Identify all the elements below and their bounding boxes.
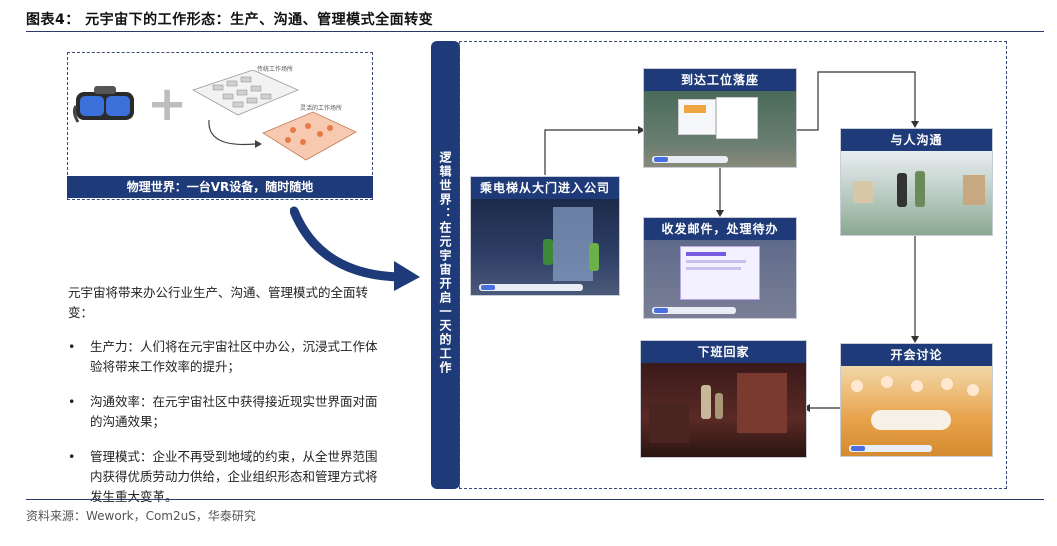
scene-meeting-image bbox=[841, 366, 992, 456]
scene-talk-image bbox=[841, 151, 992, 235]
source-note: 资料来源：Wework，Com2uS，华泰研究 bbox=[26, 509, 256, 523]
summary-bullets: 生产力：人们将在元宇宙社区中办公，沉浸式工作体验将带来工作效率的提升； 沟通效率… bbox=[68, 337, 388, 507]
scene-mail-title: 收发邮件，处理待办 bbox=[644, 218, 796, 240]
flexible-office-label: 灵活的工作场所 bbox=[300, 105, 343, 112]
logic-world-label: 逻辑世界：在元宇宙开启一天的工作 bbox=[438, 151, 452, 375]
summary-lead: 元宇宙将带来办公行业生产、沟通、管理模式的全面转变： bbox=[68, 285, 369, 320]
scene-home-title: 下班回家 bbox=[641, 341, 806, 363]
logic-world-bar: 逻辑世界：在元宇宙开启一天的工作 bbox=[431, 41, 460, 489]
title-divider bbox=[26, 31, 1044, 32]
traditional-office-label: 传统工作场所 bbox=[257, 66, 294, 73]
scene-home-image bbox=[641, 363, 806, 457]
scene-meeting-title: 开会讨论 bbox=[841, 344, 992, 366]
scene-desk-image bbox=[644, 91, 796, 167]
vr-headset-icon bbox=[72, 86, 134, 123]
bullet-productivity: 生产力：人们将在元宇宙社区中办公，沉浸式工作体验将带来工作效率的提升； bbox=[68, 337, 388, 377]
scene-elevator-image bbox=[471, 199, 619, 295]
scene-desk-title: 到达工位落座 bbox=[644, 69, 796, 91]
traditional-office-illustration bbox=[192, 70, 300, 116]
scene-mail-image bbox=[644, 240, 796, 318]
bullet-communication: 沟通效率：在元宇宙社区中获得接近现实世界面对面的沟通效果； bbox=[68, 392, 388, 432]
figure-title: 图表4： 元宇宙下的工作形态：生产、沟通、管理模式全面转变 bbox=[26, 12, 434, 28]
bullet-management: 管理模式：企业不再受到地域的约束，从全世界范围内获得优质劳动力供给，企业组织形态… bbox=[68, 447, 388, 507]
scene-desk: 到达工位落座 bbox=[643, 68, 797, 168]
scene-elevator-title: 乘电梯从大门进入公司 bbox=[471, 177, 619, 199]
scene-talk: 与人沟通 bbox=[840, 128, 993, 236]
curved-arrow-icon bbox=[208, 119, 262, 148]
flexible-office-illustration bbox=[262, 111, 357, 161]
scene-talk-title: 与人沟通 bbox=[841, 129, 992, 151]
scene-home: 下班回家 bbox=[640, 340, 807, 458]
plus-icon: + bbox=[147, 76, 188, 132]
logic-world-panel bbox=[459, 41, 1007, 489]
physical-world-caption: 物理世界：一台VR设备，随时随地 bbox=[67, 176, 373, 198]
scene-elevator: 乘电梯从大门进入公司 bbox=[470, 176, 620, 296]
footer-divider bbox=[26, 499, 1044, 500]
transformation-summary: 元宇宙将带来办公行业生产、沟通、管理模式的全面转变： 生产力：人们将在元宇宙社区… bbox=[68, 283, 388, 522]
scene-meeting: 开会讨论 bbox=[840, 343, 993, 457]
scene-mail: 收发邮件，处理待办 bbox=[643, 217, 797, 319]
transition-arrow-icon bbox=[290, 206, 420, 291]
